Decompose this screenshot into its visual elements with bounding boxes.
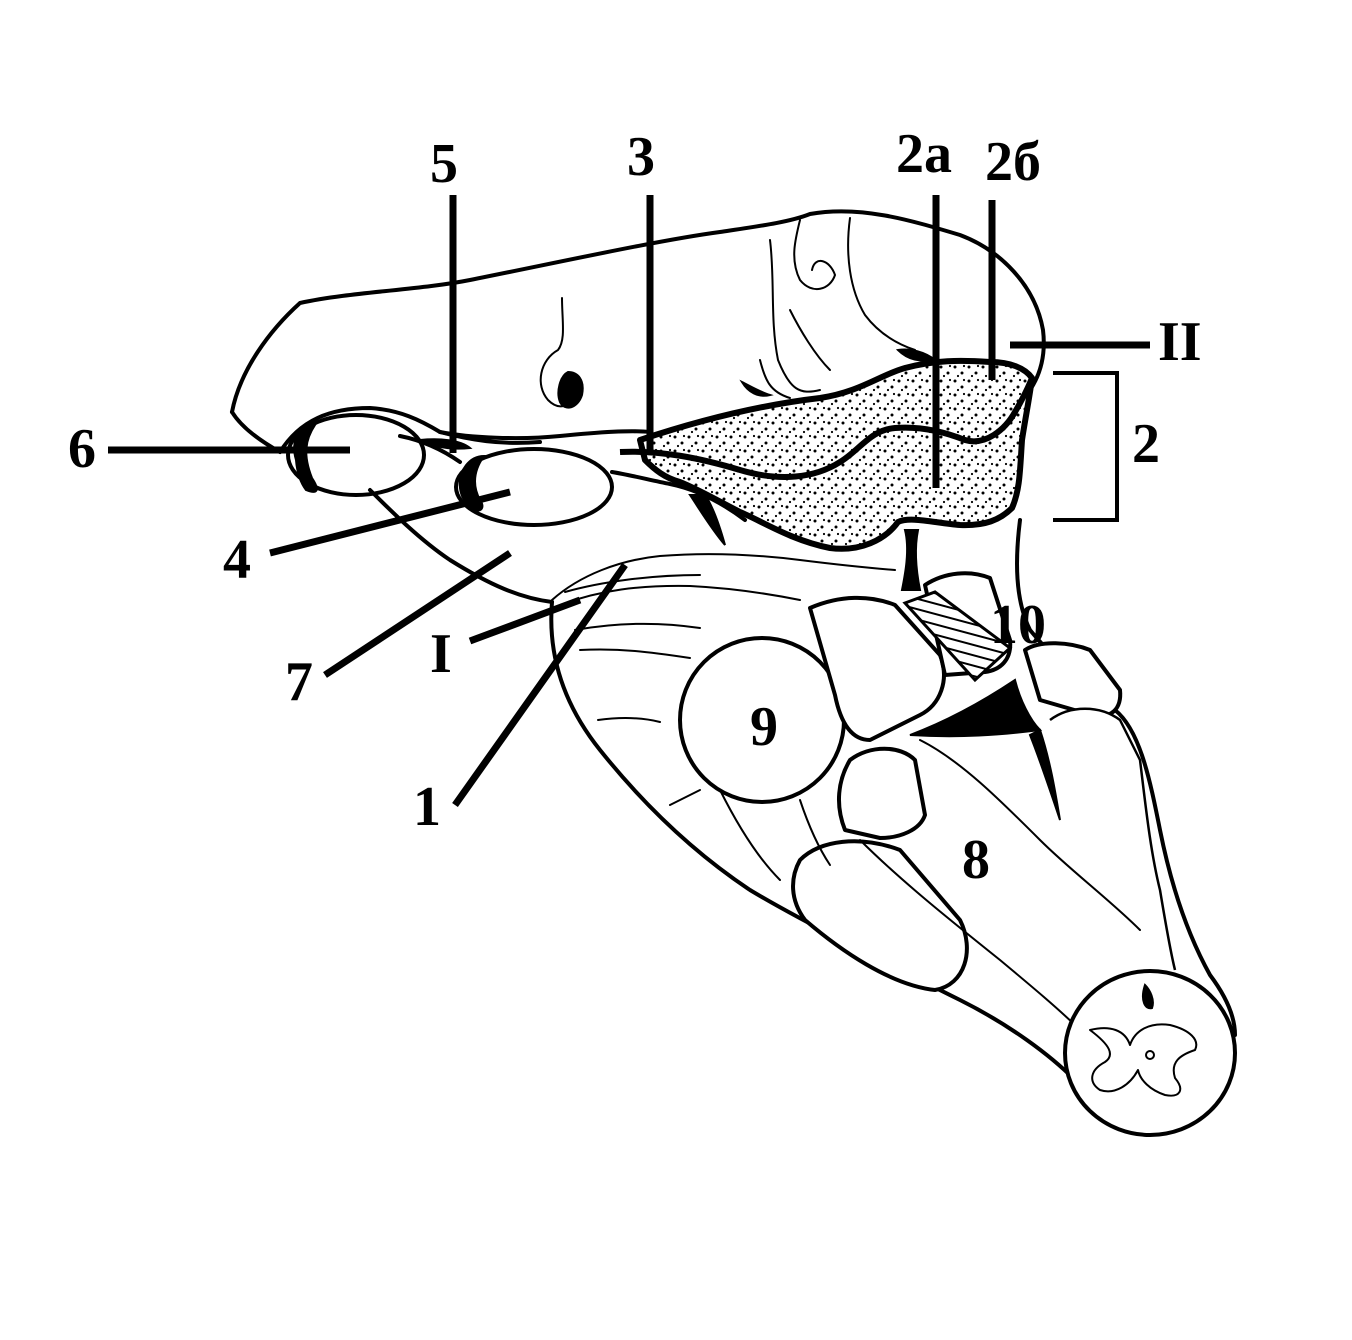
leader-4 xyxy=(269,488,511,557)
brainstem xyxy=(549,518,1237,1137)
label-2a: 2а xyxy=(896,123,952,185)
hemisphere-outline xyxy=(230,209,1046,454)
leader-7 xyxy=(323,550,512,678)
label-2: 2 xyxy=(1132,413,1160,475)
leader-1 xyxy=(452,562,628,808)
label-7: 7 xyxy=(285,651,313,713)
leader-lines xyxy=(108,195,1150,808)
label-4: 4 xyxy=(223,529,251,591)
labels: 5 3 2а 2б II 2 6 4 7 I 1 9 10 8 xyxy=(68,123,1202,891)
dotted-region xyxy=(619,348,1035,552)
leader-I xyxy=(468,596,582,645)
label-3: 3 xyxy=(627,126,655,188)
label-8: 8 xyxy=(962,829,990,891)
label-1: 1 xyxy=(413,776,441,838)
label-2b: 2б xyxy=(985,131,1041,193)
bracket-2 xyxy=(1053,371,1119,522)
optic-chiasm-region xyxy=(551,553,896,806)
label-9: 9 xyxy=(750,696,778,758)
label-6: 6 xyxy=(68,418,96,480)
label-5: 5 xyxy=(430,133,458,195)
label-I: I xyxy=(430,623,452,685)
label-10: 10 xyxy=(990,594,1046,656)
label-II: II xyxy=(1158,311,1202,373)
